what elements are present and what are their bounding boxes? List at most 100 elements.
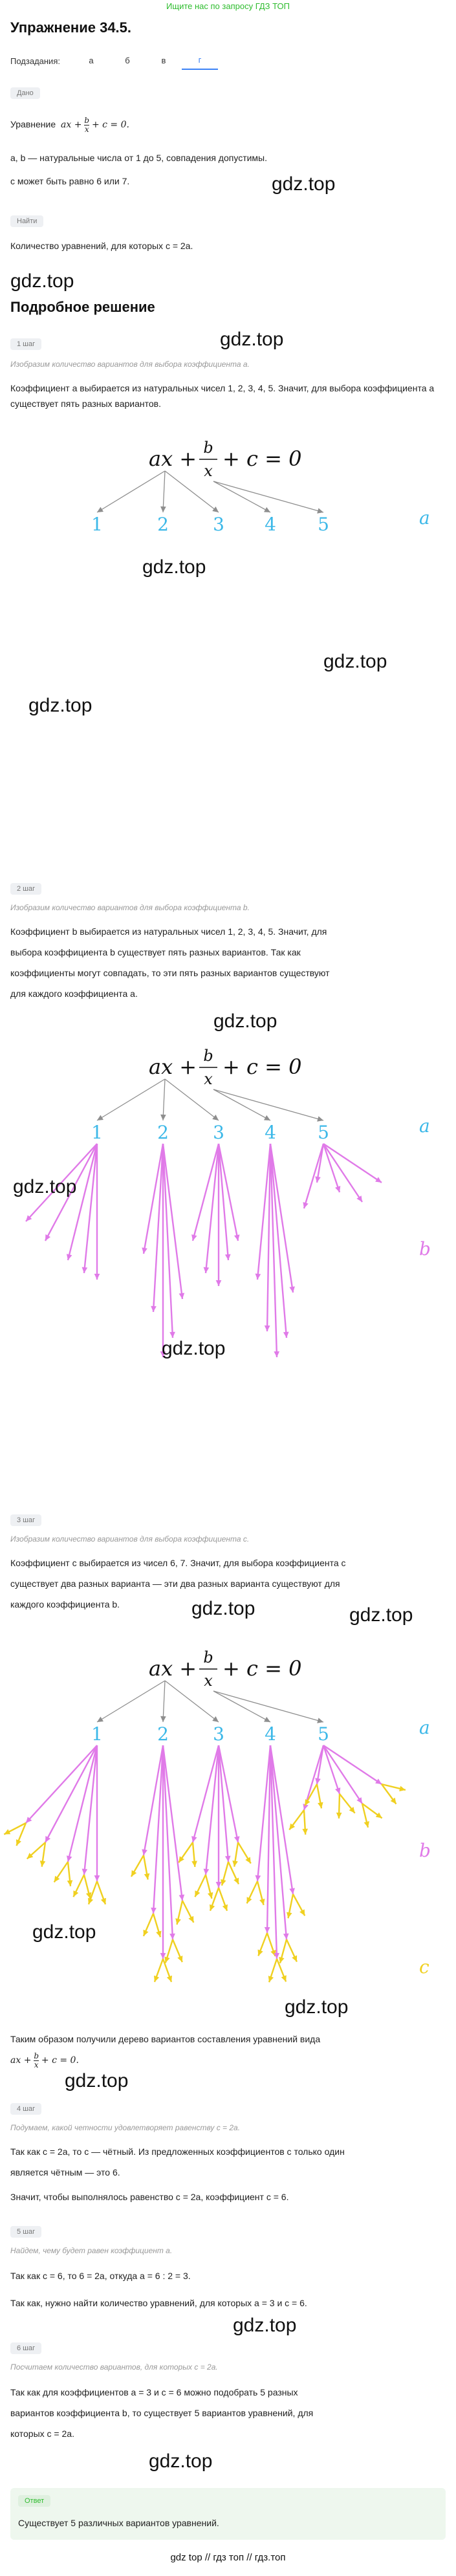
tree-arrow-b-head [66, 1855, 72, 1862]
tree-arrow-b-head [283, 1331, 289, 1338]
tree-arrow-b [269, 1143, 288, 1338]
tree-arrow-b-head [81, 1267, 88, 1273]
step6-text-3: которых c = 2a. [10, 2429, 74, 2439]
tree-arrow-b-head [203, 1868, 210, 1875]
tree-arrow-c-head [375, 1812, 382, 1818]
step4-chip: 4 шаг [10, 2102, 42, 2115]
tree-arrow-c-head [153, 1975, 160, 1982]
tree-arrow-gray-head [212, 507, 219, 512]
tree-arrow-c-head [164, 1956, 170, 1963]
tree-arrow-b [217, 1745, 230, 1862]
tree-arrow-b [269, 1745, 294, 1895]
tree-arrow-gray-head [97, 1716, 103, 1722]
tree-arrow-b [162, 1745, 184, 1901]
watermark: gdz.top [272, 173, 336, 195]
tree-arrow-b [162, 1745, 174, 1940]
tree-node-number: 3 [213, 514, 224, 535]
tree-arrow-c-head [268, 1976, 274, 1983]
tree-arrow-c-head [364, 1821, 370, 1828]
tree-arrow-c-head [143, 1929, 149, 1936]
tree-arrow-b-head [45, 1234, 51, 1241]
watermark: gdz.top [149, 2450, 213, 2472]
tree-arrow-b-head [45, 1836, 51, 1842]
tree-arrow-b [266, 1745, 272, 1934]
tree-arrow-b [152, 1745, 164, 1914]
tree-arrow-c-head [318, 1802, 323, 1809]
tree-arrow-gray-head [264, 1115, 270, 1120]
tree-arrow-b-head [264, 1927, 270, 1933]
tree-arrow-b-head [375, 1778, 382, 1784]
tree-node-number: 3 [213, 1723, 224, 1745]
tree-arrow-c-head [287, 1912, 292, 1919]
tree-arrow-c-head [188, 1916, 194, 1923]
tree-arrow-b [266, 1143, 272, 1332]
tabs-label: Подзадания: [10, 56, 60, 66]
tree-arrow-c-head [399, 1785, 406, 1792]
tree-arrow-b [83, 1745, 98, 1875]
tree-arrow-gray [162, 470, 166, 513]
step3-conclusion: Таким образом получили дерево вариантов … [10, 2034, 321, 2044]
tab-v[interactable]: в [161, 56, 166, 65]
tree-arrow-b-head [315, 1176, 321, 1183]
tree-arrow-c-head [390, 1797, 396, 1804]
equation-lhs: ax + [149, 1054, 197, 1079]
tab-b[interactable]: б [125, 56, 130, 65]
equation-denominator: x [204, 462, 213, 480]
tab-g[interactable]: г [181, 52, 218, 70]
tree-arrow-b [303, 1143, 325, 1209]
tree-arrow-c-head [16, 1839, 21, 1846]
tree-arrow-b [269, 1143, 294, 1293]
tree-arrow-c-head [131, 1870, 137, 1877]
tab-a[interactable]: а [89, 56, 94, 65]
step5-chip: 5 шаг [10, 2225, 42, 2238]
tree-arrow-gray-head [317, 508, 323, 514]
tree-arrow-b [256, 1143, 272, 1280]
tree-arrow-c-head [221, 1879, 226, 1886]
tree-arrow-b [217, 1143, 239, 1241]
tree-node-number: 1 [91, 1723, 103, 1745]
given-line-2: a, b — натуральные числа от 1 до 5, совп… [10, 153, 267, 163]
tree-arrow-gray-head [264, 507, 270, 512]
tree-arrow-gray [213, 1089, 324, 1121]
watermark: gdz.top [28, 695, 92, 716]
tree-arrow-c-head [166, 1975, 173, 1982]
equation-numerator: b [203, 1648, 213, 1666]
step2-text-3: коэффициенты могут совпадать, то эти пят… [10, 968, 330, 978]
step4-text-3: Значит, чтобы выполнялось равенство c = … [10, 2192, 289, 2202]
watermark: gdz.top [233, 2315, 297, 2336]
tree-arrow-gray [96, 1078, 166, 1121]
tree-arrow-b-head [179, 1293, 185, 1299]
tree-arrow-c-head [245, 1857, 251, 1864]
watermark: gdz.top [191, 1598, 255, 1619]
step3-text-3: каждого коэффициента b. [10, 1599, 120, 1610]
given-chip: Дано [10, 87, 40, 99]
step1-hint: Изобразим количество вариантов для выбор… [10, 360, 250, 369]
tree-node-number: 2 [157, 1723, 169, 1745]
subtask-tabs: Подзадания: а б в г [10, 52, 218, 70]
tree-arrow-b-head [81, 1868, 88, 1875]
tree-arrow-b-head [335, 1186, 341, 1192]
tree-label-a: a [419, 1115, 430, 1137]
tree-arrow-b-head [191, 1234, 197, 1241]
step2-hint: Изобразим количество вариантов для выбор… [10, 903, 250, 912]
tree-arrow-b [204, 1745, 220, 1875]
tree-arrow-b-head [289, 1888, 295, 1894]
watermark: gdz.top [32, 1921, 96, 1943]
tree-arrow-c-head [302, 1828, 309, 1835]
tree-arrow-c-head [281, 1975, 287, 1982]
tree-arrow-c-head [209, 1904, 215, 1911]
footer: gdz top // гдз топ // гдз.топ [170, 2552, 286, 2563]
tree-arrow-b-head [335, 1787, 341, 1794]
tree-arrow-b [142, 1745, 164, 1856]
tree-arrow-c-head [39, 1861, 46, 1867]
tree-arrow-gray [162, 1078, 166, 1121]
tree-arrow-b [162, 1143, 174, 1338]
tree-arrow-c-head [54, 1875, 60, 1883]
top-search-link[interactable]: Ищите нас по запросу ГДЗ ТОП [166, 1, 290, 11]
tree-arrow-c-head [279, 1956, 285, 1963]
answer-text: Существует 5 различных вариантов уравнен… [18, 2518, 219, 2528]
tree-arrow-b [217, 1745, 239, 1843]
tree-arrow-c-head [257, 1949, 263, 1956]
